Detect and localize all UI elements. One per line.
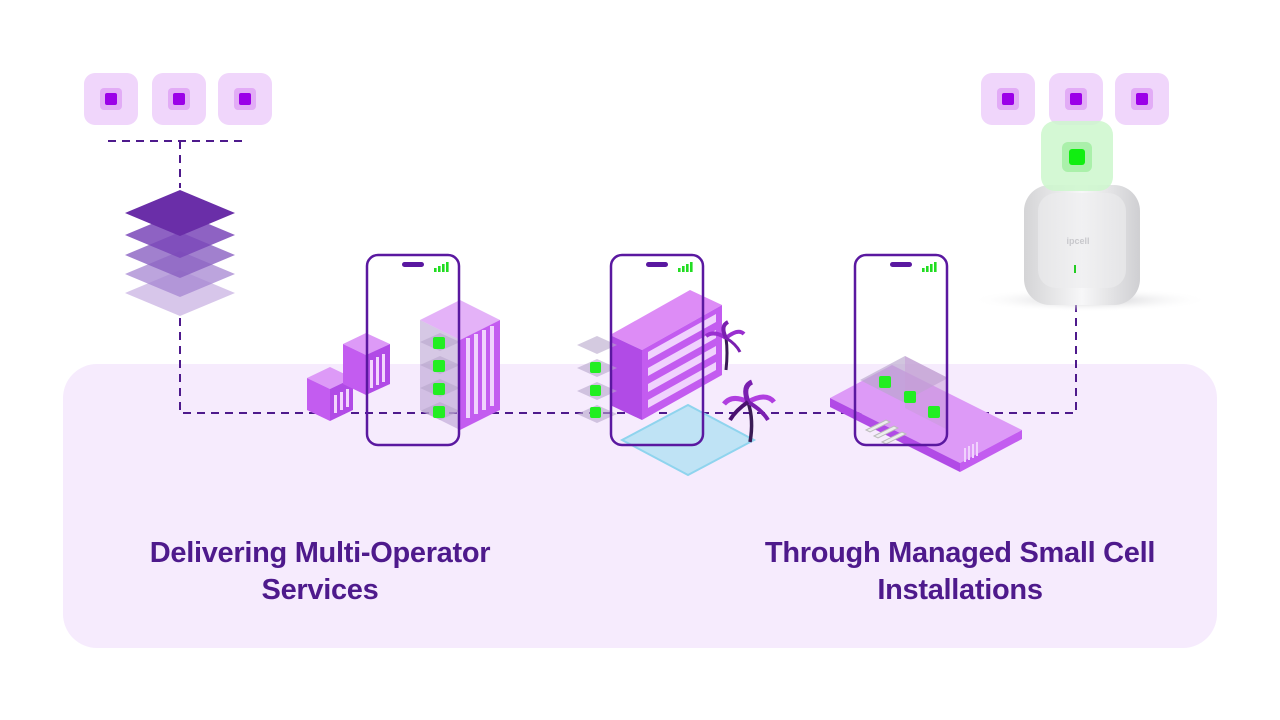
active-operator-chip <box>1041 121 1113 191</box>
smartphone-icon <box>609 253 705 447</box>
operator-chip <box>1115 73 1169 125</box>
operator-chip <box>152 73 206 125</box>
smartphone-icon <box>365 253 461 447</box>
operator-chip <box>981 73 1035 125</box>
active-node <box>433 337 445 418</box>
palm-tree-icon <box>704 320 746 371</box>
resort-building <box>577 290 776 477</box>
small-cell-device-icon: ipcell <box>970 185 1210 312</box>
pool-icon <box>619 403 757 477</box>
device-brand-label: ipcell <box>1066 236 1089 246</box>
palm-tree-icon <box>722 379 776 443</box>
operator-chip <box>84 73 138 125</box>
operator-chips-left <box>84 73 272 125</box>
campus-building <box>830 356 1022 472</box>
caption-left: Delivering Multi-Operator Services <box>149 537 491 606</box>
connector-lines <box>108 140 1077 414</box>
signal-bars-icon <box>434 262 449 272</box>
operator-chips-right <box>981 73 1169 125</box>
signal-bars-icon <box>922 262 937 272</box>
signal-bars-icon <box>678 262 693 272</box>
caption-right: Through Managed Small Cell Installations <box>764 537 1156 606</box>
city-buildings <box>307 300 500 430</box>
smartphone-icon <box>853 253 949 447</box>
operator-chip <box>1049 73 1103 125</box>
operator-chip <box>218 73 272 125</box>
layers-stack-icon <box>125 190 235 316</box>
